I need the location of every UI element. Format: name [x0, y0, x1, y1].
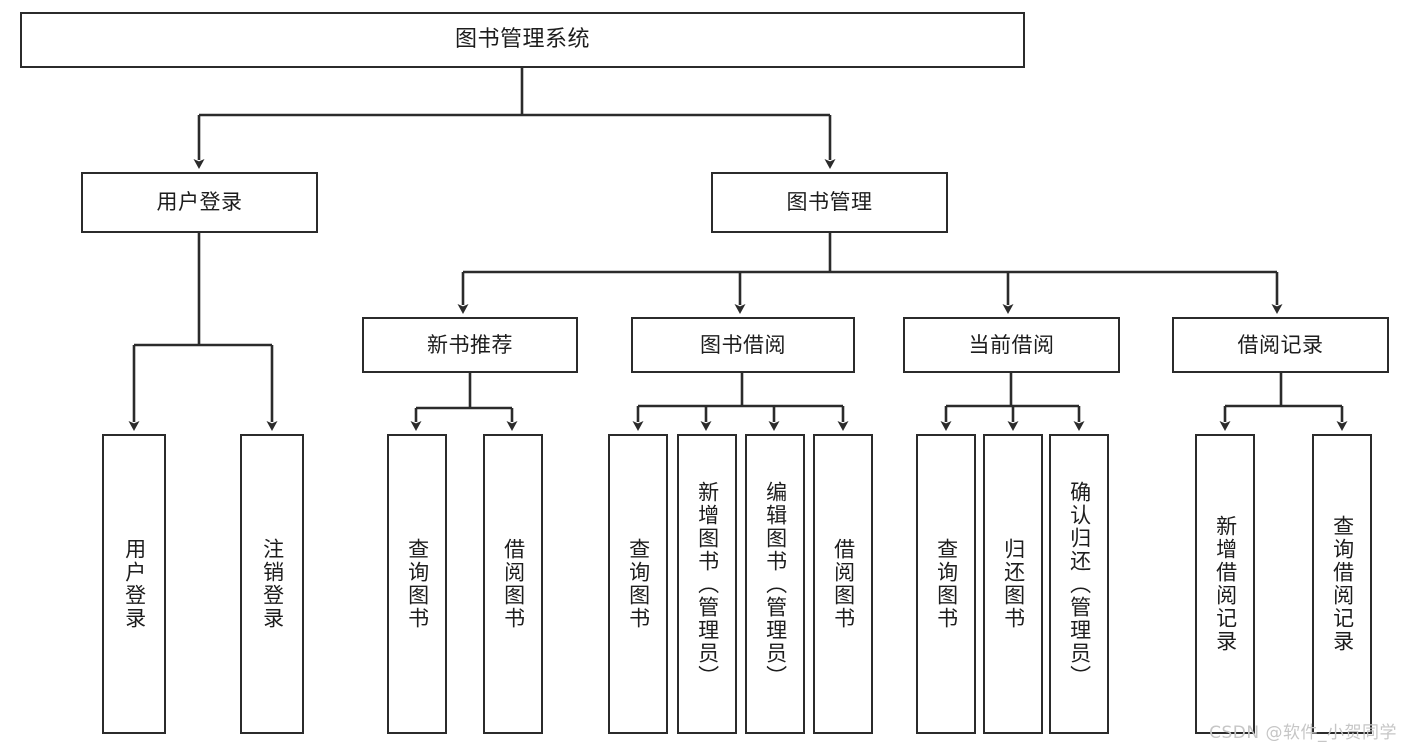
leaf-edit-book-admin[interactable]: 编辑图书（管理员） [745, 434, 805, 734]
node-label: 借阅记录 [1237, 332, 1324, 357]
leaf-label: 查询图书 [934, 538, 959, 630]
watermark: CSDN @软件_小贺同学 [1209, 723, 1397, 743]
leaf-label: 编辑图书（管理员） [763, 480, 788, 688]
leaf-label: 归还图书 [1001, 538, 1026, 630]
node-book-borrow[interactable]: 图书借阅 [631, 317, 855, 373]
leaf-query-book-current[interactable]: 查询图书 [916, 434, 976, 734]
leaf-add-book-admin[interactable]: 新增图书（管理员） [677, 434, 737, 734]
leaf-label: 查询图书 [626, 538, 651, 630]
leaf-borrow-book-recommend[interactable]: 借阅图书 [483, 434, 543, 734]
node-label: 用户登录 [156, 190, 243, 215]
node-label: 图书管理系统 [454, 27, 590, 53]
node-label: 图书借阅 [700, 332, 786, 357]
node-borrow-record[interactable]: 借阅记录 [1172, 317, 1389, 373]
leaf-add-borrow-record[interactable]: 新增借阅记录 [1195, 434, 1255, 734]
leaf-query-book-borrow[interactable]: 查询图书 [608, 434, 668, 734]
leaf-label: 借阅图书 [831, 538, 856, 630]
leaf-user-login[interactable]: 用户登录 [102, 434, 166, 734]
leaf-borrow-book-borrow[interactable]: 借阅图书 [813, 434, 873, 734]
leaf-label: 新增借阅记录 [1213, 515, 1238, 653]
node-label: 图书管理 [786, 190, 873, 215]
node-new-book-recommend[interactable]: 新书推荐 [362, 317, 578, 373]
leaf-label: 借阅图书 [501, 538, 526, 630]
leaf-label: 注销登录 [260, 538, 285, 630]
leaf-logout-login[interactable]: 注销登录 [240, 434, 304, 734]
node-book-manage[interactable]: 图书管理 [711, 172, 948, 233]
leaf-confirm-return-admin[interactable]: 确认归还（管理员） [1049, 434, 1109, 734]
leaf-query-borrow-record[interactable]: 查询借阅记录 [1312, 434, 1372, 734]
node-label: 当前借阅 [968, 332, 1055, 357]
node-label: 新书推荐 [427, 332, 513, 357]
node-book-management-system[interactable]: 图书管理系统 [20, 12, 1025, 68]
leaf-label: 查询图书 [405, 538, 430, 630]
leaf-return-book[interactable]: 归还图书 [983, 434, 1043, 734]
leaf-query-book-recommend[interactable]: 查询图书 [387, 434, 447, 734]
leaf-label: 用户登录 [122, 538, 147, 630]
leaf-label: 新增图书（管理员） [695, 480, 720, 688]
node-current-borrow[interactable]: 当前借阅 [903, 317, 1120, 373]
leaf-label: 确认归还（管理员） [1067, 480, 1092, 688]
node-user-login[interactable]: 用户登录 [81, 172, 318, 233]
leaf-label: 查询借阅记录 [1330, 515, 1355, 653]
